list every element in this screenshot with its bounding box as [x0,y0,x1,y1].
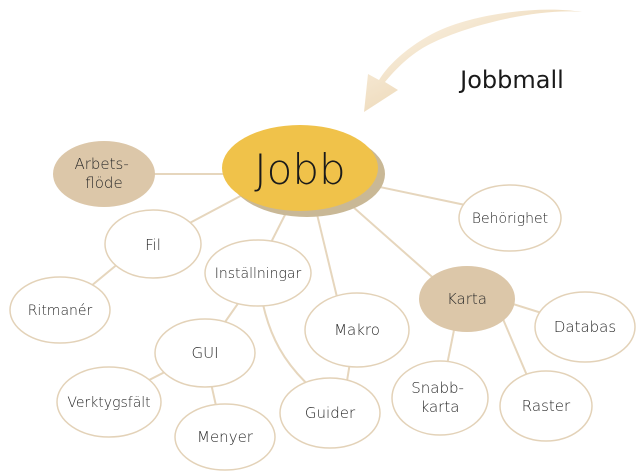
node-snabbkarta-line2: karta [421,398,460,416]
node-verktygsfalt: Verktygsfält [56,366,162,438]
node-raster: Raster [499,370,593,442]
node-snabbkarta-label: Snabb- karta [411,379,468,416]
node-karta: Karta [419,266,515,332]
node-fil: Fil [104,209,202,279]
node-menyer: Menyer [174,403,276,471]
node-arbetsflode-label: Arbets- flöde [74,155,133,192]
node-snabbkarta: Snabb- karta [391,360,489,436]
node-jobb: Jobb [222,125,385,217]
node-gui: GUI [154,318,256,388]
node-installningar: Inställningar [204,239,312,307]
node-databas: Databas [534,291,636,363]
node-menyer-label: Menyer [197,428,254,446]
node-guider-label: Guider [305,404,356,422]
template-label: Jobbmall [458,66,564,94]
node-installningar-label: Inställningar [215,266,302,282]
node-arbetsflode-line1: Arbets- [74,155,128,173]
node-jobb-circle [222,125,378,211]
node-verktygsfalt-label: Verktygsfält [67,395,150,411]
edge-jobb-behorighet [374,185,471,207]
node-arbetsflode: Arbets- flöde [53,141,155,207]
node-makro: Makro [304,292,410,368]
node-arbetsflode-line2: flöde [85,174,122,192]
node-gui-label: GUI [191,344,218,362]
node-raster-label: Raster [522,397,571,415]
node-databas-label: Databas [554,318,616,336]
node-guider: Guider [279,377,381,449]
node-makro-label: Makro [334,321,380,339]
node-behorighet: Behörighet [458,184,562,252]
node-ritmaner-label: Ritmanér [28,303,93,319]
node-ritmaner: Ritmanér [9,276,111,344]
node-jobb-label: Jobb [254,145,345,194]
node-snabbkarta-line1: Snabb- [411,379,464,397]
node-behorighet-label: Behörighet [472,211,548,227]
node-karta-label: Karta [447,290,487,308]
node-fil-label: Fil [145,236,161,254]
template-arrow [364,9,582,113]
